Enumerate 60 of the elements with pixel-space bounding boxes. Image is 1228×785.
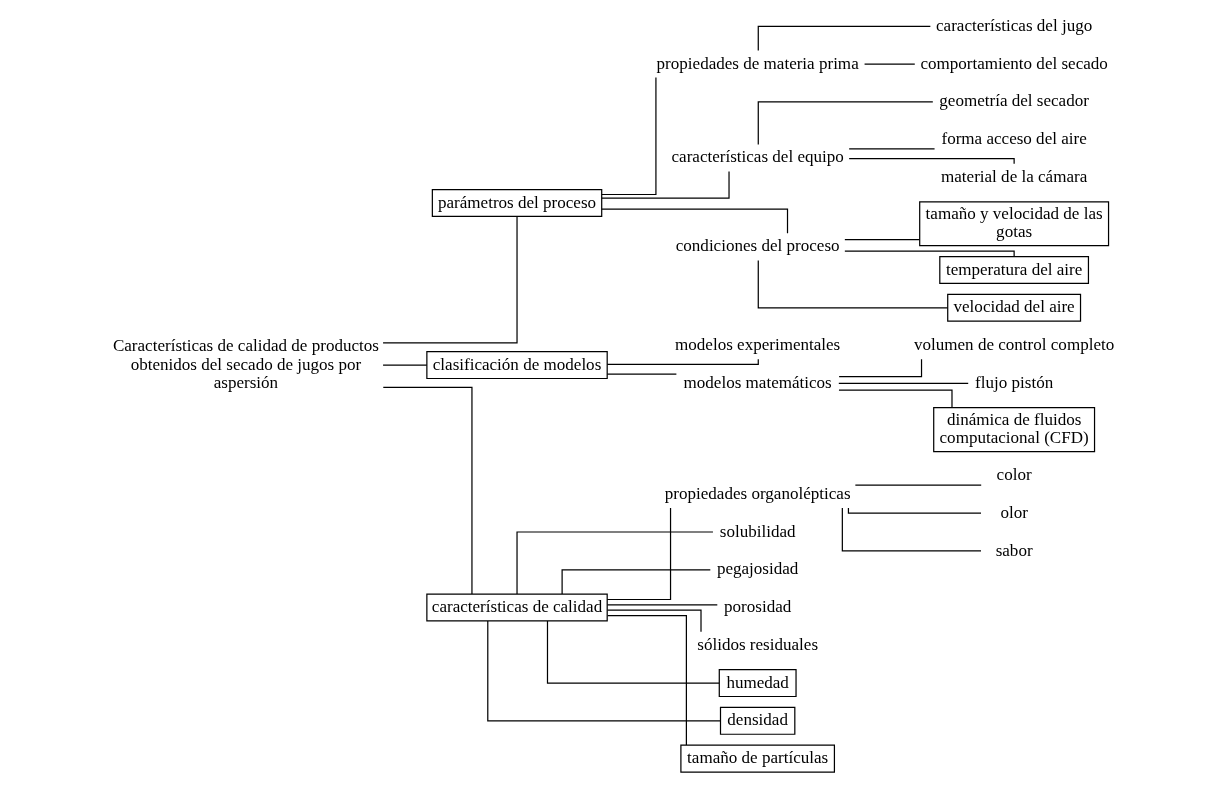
connector [600, 170, 730, 199]
connector [486, 620, 721, 722]
node-box: tamaño de partículas [679, 744, 835, 773]
connector [843, 239, 920, 241]
connector [546, 620, 720, 684]
node-text: condiciones del proceso [675, 236, 840, 256]
node-text: forma acceso del aire [940, 129, 1087, 149]
connector [863, 63, 915, 65]
node-box: velocidad del aire [946, 293, 1081, 322]
connector [837, 382, 969, 384]
node-box: temperatura del aire [938, 256, 1089, 285]
node-text: características del jugo [935, 15, 1092, 35]
node-text: características del equipo [671, 147, 844, 167]
node-box: clasificación de modelos [425, 351, 608, 380]
connector [606, 614, 687, 746]
node-text: color [996, 465, 1032, 485]
node-text: volumen de control completo [913, 335, 1114, 355]
connector [848, 148, 935, 150]
node-text: material de la cámara [940, 166, 1087, 186]
node-box: dinámica de fluidos computacional (CFD) [932, 407, 1095, 453]
node-text: solubilidad [719, 521, 796, 541]
node-text: comportamiento del secado [919, 53, 1108, 73]
node-text: propiedades de materia prima [656, 53, 859, 73]
connector [606, 507, 671, 601]
connector [854, 484, 982, 486]
connector [606, 609, 702, 633]
connector [757, 259, 948, 309]
node-box: características de calidad [425, 593, 608, 622]
connector [515, 531, 714, 595]
node-text: sólidos residuales [696, 634, 818, 654]
node-text: porosidad [723, 597, 791, 617]
node-text: flujo pistón [974, 372, 1053, 392]
connector [606, 373, 677, 375]
node-box: humedad [718, 669, 797, 698]
connector [561, 569, 711, 595]
connector [600, 208, 788, 234]
connector [757, 101, 933, 145]
connector [606, 604, 718, 606]
connector [847, 507, 982, 514]
node-box: tamaño y velocidad de las gotas [918, 201, 1109, 247]
connector [600, 77, 657, 196]
node-text: olor [999, 503, 1028, 523]
connector [848, 157, 1015, 165]
connector [841, 507, 982, 552]
node-text: pegajosidad [716, 559, 798, 579]
node-text: modelos matemáticos [683, 372, 832, 392]
node-text: geometría del secador [938, 91, 1089, 111]
connector [837, 389, 953, 409]
node-text: modelos experimentales [674, 335, 840, 355]
node-text: sabor [995, 541, 1033, 561]
connector [381, 364, 427, 366]
connector [381, 215, 518, 344]
node-text: Características de calidad de productos obtenidos del secado de jugos por aspersión [112, 336, 379, 392]
connector [606, 358, 759, 366]
connector [757, 25, 931, 52]
connector [838, 358, 922, 378]
connector [382, 386, 473, 595]
node-box: parámetros del proceso [431, 189, 602, 218]
node-box: densidad [719, 706, 795, 735]
node-text: propiedades organolépticas [664, 483, 851, 503]
